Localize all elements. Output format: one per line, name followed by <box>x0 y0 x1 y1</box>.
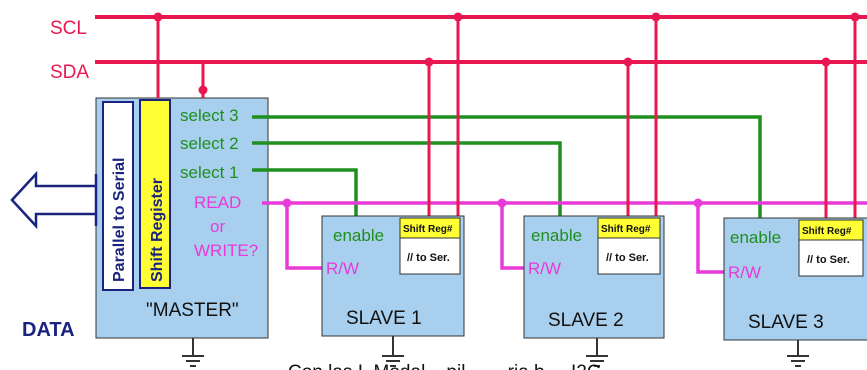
caption: Con las I. Modal... pil... ... ria b ...… <box>288 362 601 370</box>
slave-1-to-ser-block <box>399 237 461 275</box>
slave-1-shift-reg-label: Shift Reg# <box>403 224 453 235</box>
select-2-label: select 2 <box>180 134 239 153</box>
slave-2-sda-junction <box>623 57 633 67</box>
read-label: READ <box>194 193 241 212</box>
master-ground-icon <box>182 338 204 367</box>
data-label: DATA <box>22 319 75 341</box>
parallel-to-serial-label: Parallel to Serial <box>111 157 128 282</box>
slave-1-name: SLAVE 1 <box>346 308 422 329</box>
rw-junction-3 <box>693 198 703 208</box>
master-sda-junction <box>198 85 208 95</box>
slave-3-rw-label: R/W <box>728 263 761 282</box>
master-name: "MASTER" <box>146 300 239 321</box>
write-label: WRITE? <box>194 241 258 260</box>
slave-1-enable-label: enable <box>333 226 384 245</box>
slave-1-sda-junction <box>424 57 434 67</box>
slave-2: enable Shift Reg# // to Ser. R/W SLAVE 2 <box>523 12 665 367</box>
scl-label: SCL <box>50 18 87 39</box>
slave-3-to-ser-block <box>798 239 864 277</box>
rw-drop-slave-2 <box>500 203 524 270</box>
slave-3-ground-icon <box>787 340 809 367</box>
slave-3-enable-label: enable <box>730 228 781 247</box>
slave-3-name: SLAVE 3 <box>748 312 824 333</box>
rw-junction-2 <box>497 198 507 208</box>
slave-3: enable Shift Reg# // to Ser. R/W SLAVE 3 <box>723 12 867 367</box>
rw-drop-slave-1 <box>285 203 322 270</box>
slave-3-scl-junction <box>850 12 860 22</box>
slave-2-scl-junction <box>651 12 661 22</box>
rw-drop-slave-3 <box>696 203 724 274</box>
shift-register-block <box>139 99 171 289</box>
data-double-arrow <box>10 170 98 230</box>
slave-2-to-ser-label: // to Ser. <box>606 252 649 264</box>
select-2-line <box>252 141 562 218</box>
slave-1-to-ser-label: // to Ser. <box>407 252 450 264</box>
slave-2-name: SLAVE 2 <box>548 310 624 331</box>
slave-2-rw-label: R/W <box>528 259 561 278</box>
master-scl-junction <box>153 12 163 22</box>
slave-1-ground-icon <box>382 336 404 367</box>
rw-junction-1 <box>282 198 292 208</box>
or-label: or <box>210 217 225 236</box>
parallel-to-serial-block <box>102 101 134 291</box>
slave-2-enable-label: enable <box>531 226 582 245</box>
select-1-label: select 1 <box>180 163 239 182</box>
slave-1: enable Shift Reg# // to Ser. R/W SLAVE 1 <box>321 12 465 367</box>
slave-3-sda-junction <box>821 57 831 67</box>
sda-label: SDA <box>50 62 89 83</box>
shift-register-label: Shift Register <box>149 178 166 282</box>
slave-1-scl-junction <box>453 12 463 22</box>
slave-3-to-ser-label: // to Ser. <box>807 254 850 266</box>
slave-2-to-ser-block <box>597 237 661 275</box>
slave-2-shift-reg-label: Shift Reg# <box>601 224 651 235</box>
slave-2-ground-icon <box>586 338 608 367</box>
select-3-label: select 3 <box>180 106 239 125</box>
slave-1-rw-label: R/W <box>326 259 359 278</box>
slave-3-shift-reg-label: Shift Reg# <box>802 226 852 237</box>
select-3-line <box>252 115 762 218</box>
